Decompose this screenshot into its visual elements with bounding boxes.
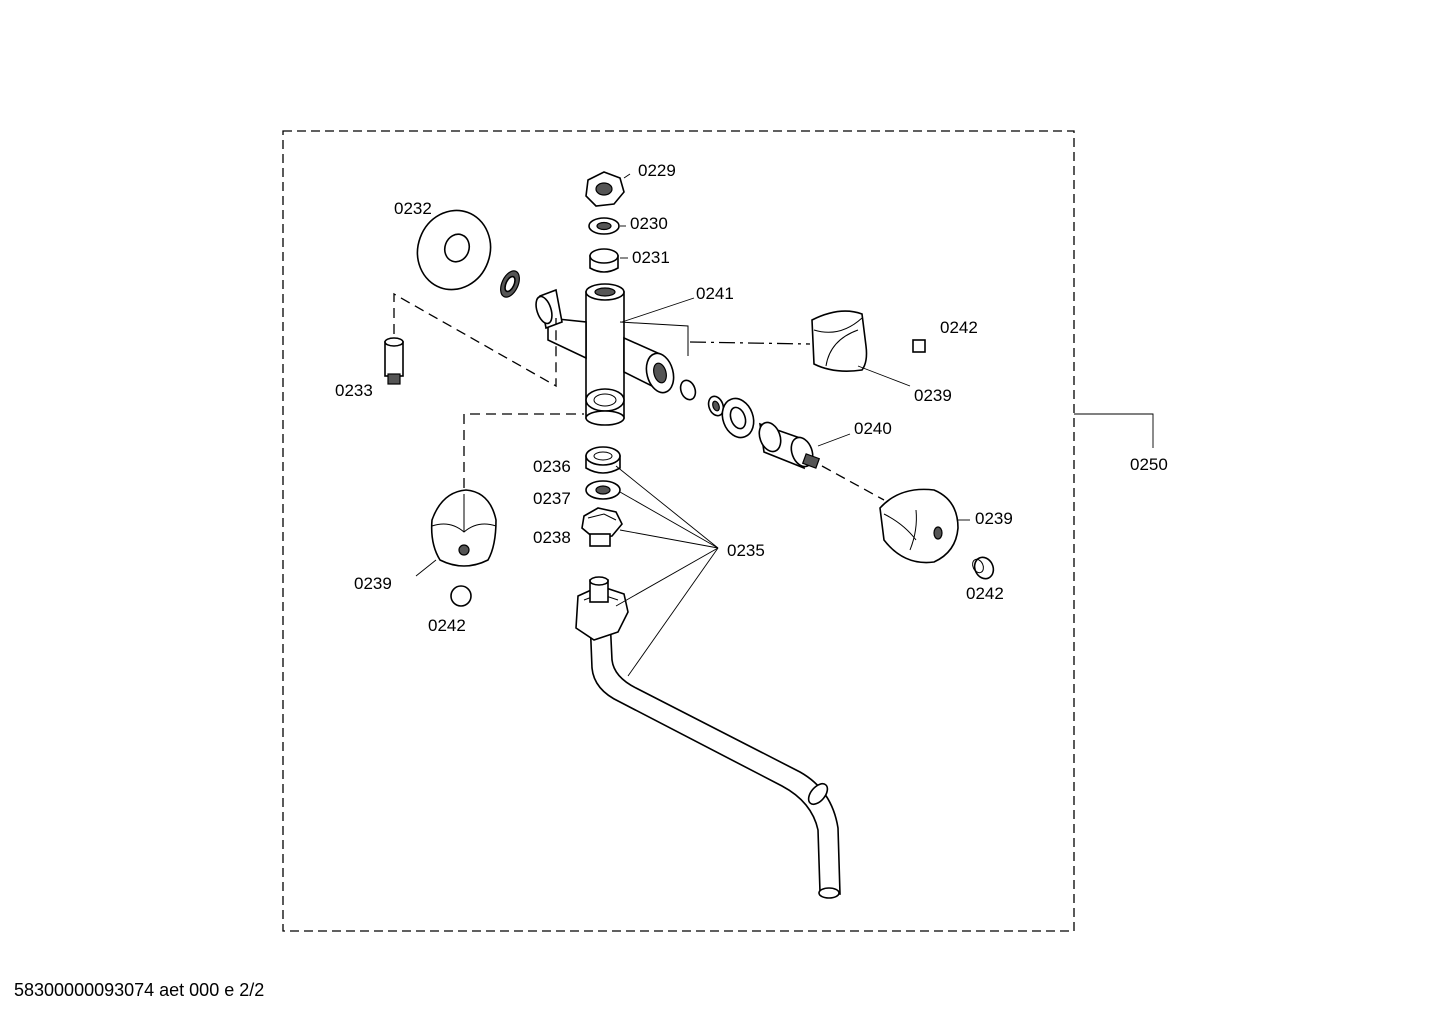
callout-0238: 0238 xyxy=(533,528,571,547)
callout-0230: 0230 xyxy=(630,214,668,233)
valve-body xyxy=(535,283,675,426)
callout-0229: 0229 xyxy=(638,161,676,180)
callout-0239-right: 0239 xyxy=(975,509,1013,528)
part-0233-pin xyxy=(384,337,404,385)
spout-pipe xyxy=(575,576,841,899)
body-connector-line xyxy=(619,321,689,356)
callout-0242-right: 0242 xyxy=(966,584,1004,603)
part-0239-handle-left xyxy=(430,489,497,567)
callout-0236: 0236 xyxy=(533,457,571,476)
assembly-label-0250: 0250 xyxy=(1130,455,1168,474)
part-0239-handle-right xyxy=(879,488,959,564)
part-0240-cartridge xyxy=(679,379,821,470)
assembly-frame xyxy=(282,130,1075,932)
part-0239-handle-top xyxy=(811,310,868,372)
callout-0242-left: 0242 xyxy=(428,616,466,635)
callout-0231: 0231 xyxy=(632,248,670,267)
part-0237-washer xyxy=(585,480,621,500)
part-0242-cap-left xyxy=(450,585,472,607)
callout-0232: 0232 xyxy=(394,199,432,218)
part-0238-nut xyxy=(581,507,623,547)
part-0236-seal xyxy=(585,446,621,474)
callout-0239-top-right: 0239 xyxy=(914,386,952,405)
part-0231-bushing xyxy=(589,248,619,273)
left-handle-dash-line xyxy=(463,413,584,488)
part-0232-rosette xyxy=(416,209,520,298)
callout-0233: 0233 xyxy=(335,381,373,400)
callout-0237: 0237 xyxy=(533,489,571,508)
pin-dash-line xyxy=(393,292,557,388)
part-0242-cap-top-right xyxy=(912,339,926,353)
callout-0240: 0240 xyxy=(854,419,892,438)
part-0230-ring xyxy=(588,217,620,235)
part-0242-cap-right xyxy=(972,556,995,580)
callout-0239-left: 0239 xyxy=(354,574,392,593)
callout-0235: 0235 xyxy=(727,541,765,560)
callout-0242-top-right: 0242 xyxy=(940,318,978,337)
document-code: 58300000093074 aet 000 e 2/2 xyxy=(14,980,265,1000)
part-0229-cap-nut xyxy=(585,171,625,207)
cartridge-dash-line xyxy=(821,465,885,501)
leader-lines xyxy=(415,173,970,677)
assembly-leader xyxy=(1074,413,1154,448)
top-handle-dash-line xyxy=(689,341,811,345)
callout-0241: 0241 xyxy=(696,284,734,303)
